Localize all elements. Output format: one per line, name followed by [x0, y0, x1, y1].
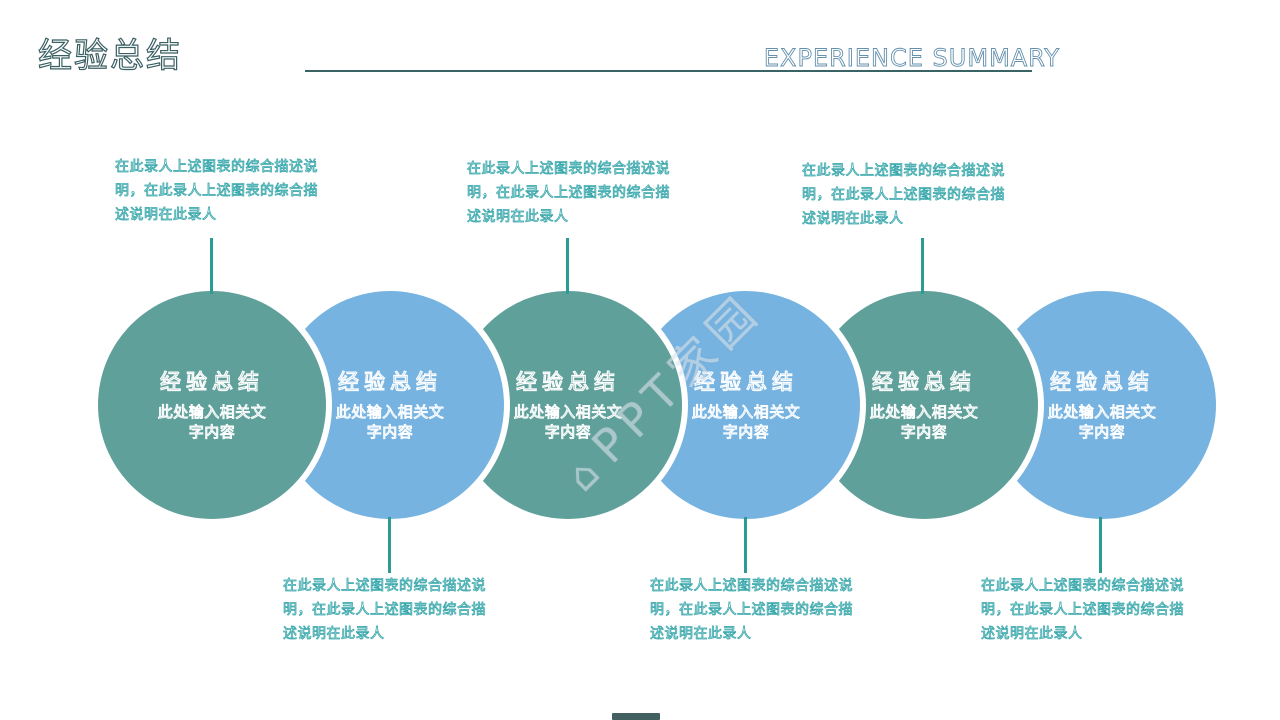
circle-title: 经验总结 — [159, 369, 264, 394]
header-rule — [305, 70, 1032, 72]
description-top-3: 在此录人上述图表的综合描述说明，在此录人上述图表的综合描述说明在此录人 — [802, 163, 1005, 228]
description-top-1: 在此录人上述图表的综合描述说明，在此录人上述图表的综合描述说明在此录人 — [115, 159, 318, 224]
description-bottom-2: 在此录人上述图表的综合描述说明，在此录人上述图表的综合描述说明在此录人 — [650, 578, 853, 643]
circle-1: 经验总结 此处输入相关文字内容 — [98, 291, 326, 519]
circle-subtitle: 此处输入相关文字内容 — [869, 403, 979, 442]
connector-bottom-2 — [388, 517, 391, 573]
circle-title: 经验总结 — [337, 369, 442, 394]
circle-title: 经验总结 — [1049, 369, 1154, 394]
description-bottom-1: 在此录人上述图表的综合描述说明，在此录人上述图表的综合描述说明在此录人 — [283, 578, 486, 643]
description-top-2: 在此录人上述图表的综合描述说明，在此录人上述图表的综合描述说明在此录人 — [467, 161, 670, 226]
circle-subtitle: 此处输入相关文字内容 — [1047, 403, 1157, 442]
connector-top-1 — [210, 238, 213, 294]
circle-subtitle: 此处输入相关文字内容 — [157, 403, 267, 442]
connector-bottom-4 — [744, 517, 747, 573]
circle-title: 经验总结 — [693, 369, 798, 394]
circle-4: 经验总结 此处输入相关文字内容 — [632, 291, 860, 519]
connector-top-5 — [921, 238, 924, 294]
page-subtitle: EXPERIENCE SUMMARY — [763, 44, 1060, 73]
circle-subtitle: 此处输入相关文字内容 — [335, 403, 445, 442]
circle-title: 经验总结 — [515, 369, 620, 394]
circle-subtitle: 此处输入相关文字内容 — [691, 403, 801, 442]
footer-mark — [612, 713, 660, 720]
circle-subtitle: 此处输入相关文字内容 — [513, 403, 623, 442]
description-bottom-3: 在此录人上述图表的综合描述说明，在此录人上述图表的综合描述说明在此录人 — [981, 578, 1184, 643]
circle-title: 经验总结 — [871, 369, 976, 394]
page-title: 经验总结 — [37, 35, 182, 76]
connector-bottom-6 — [1099, 517, 1102, 573]
connector-top-3 — [566, 238, 569, 294]
